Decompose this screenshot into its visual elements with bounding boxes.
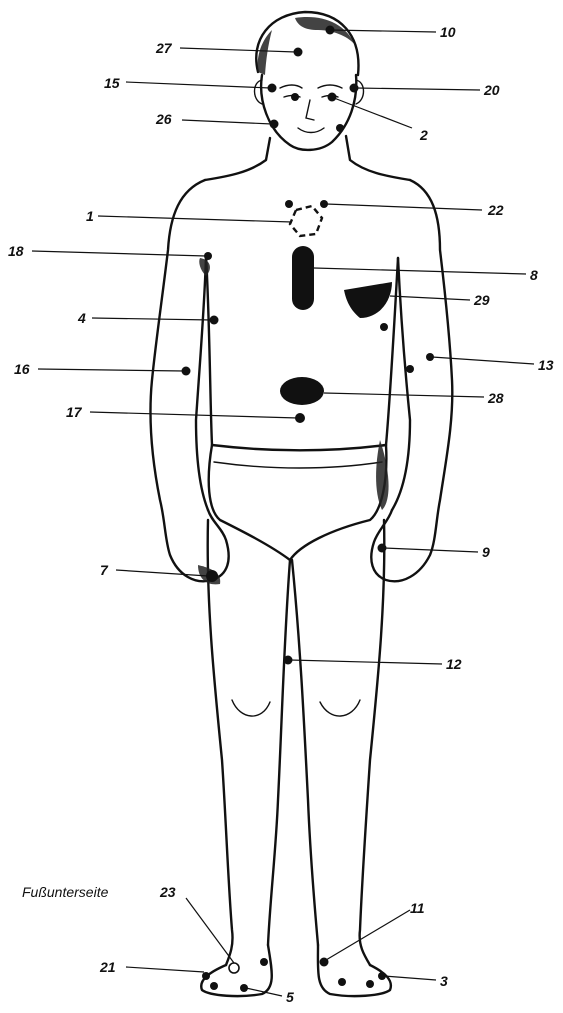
label-11: 11	[410, 900, 425, 916]
point-dot-13b	[406, 365, 414, 373]
point-dot-15b	[291, 93, 299, 101]
leader-lines	[32, 30, 534, 996]
sternum-region-8	[292, 246, 314, 310]
point-dot-3b	[366, 980, 374, 988]
label-7: 7	[100, 562, 109, 578]
label-5: 5	[286, 989, 294, 1005]
point-ring-23	[229, 963, 239, 973]
throat-region-1	[290, 206, 322, 236]
label-10: 10	[440, 24, 456, 40]
label-2: 2	[419, 127, 428, 143]
point-dot-21	[202, 972, 210, 980]
caption-fussunterseite: Fußunterseite	[22, 884, 109, 900]
label-16: 16	[14, 361, 30, 377]
label-1: 1	[86, 208, 94, 224]
label-20: 20	[483, 82, 500, 98]
label-8: 8	[530, 267, 538, 283]
point-dot-23b	[260, 958, 268, 966]
marked-regions	[280, 206, 392, 405]
label-26: 26	[155, 111, 172, 127]
body-outline	[150, 12, 452, 996]
label-23: 23	[159, 884, 176, 900]
point-dot-2	[328, 93, 337, 102]
point-markers	[182, 26, 435, 993]
point-dot-26b	[336, 124, 344, 132]
label-12: 12	[446, 656, 462, 672]
label-3: 3	[440, 973, 448, 989]
label-21: 21	[99, 959, 116, 975]
label-15: 15	[104, 75, 120, 91]
label-29: 29	[473, 292, 490, 308]
point-labels: 10 27 15 20 2 26 1 22 18 8 29 4 13 16 28…	[8, 24, 554, 1005]
label-18: 18	[8, 243, 24, 259]
heart-region-29	[344, 282, 392, 318]
label-17: 17	[66, 404, 83, 420]
label-28: 28	[487, 390, 504, 406]
label-13: 13	[538, 357, 554, 373]
point-dot-21b	[210, 982, 218, 990]
label-22: 22	[487, 202, 504, 218]
point-dot-3c	[338, 978, 346, 986]
abdomen-region-28	[280, 377, 324, 405]
label-27: 27	[155, 40, 173, 56]
label-9: 9	[482, 544, 490, 560]
point-dot-22a	[285, 200, 293, 208]
point-dot-4b	[380, 323, 388, 331]
label-4: 4	[77, 310, 86, 326]
